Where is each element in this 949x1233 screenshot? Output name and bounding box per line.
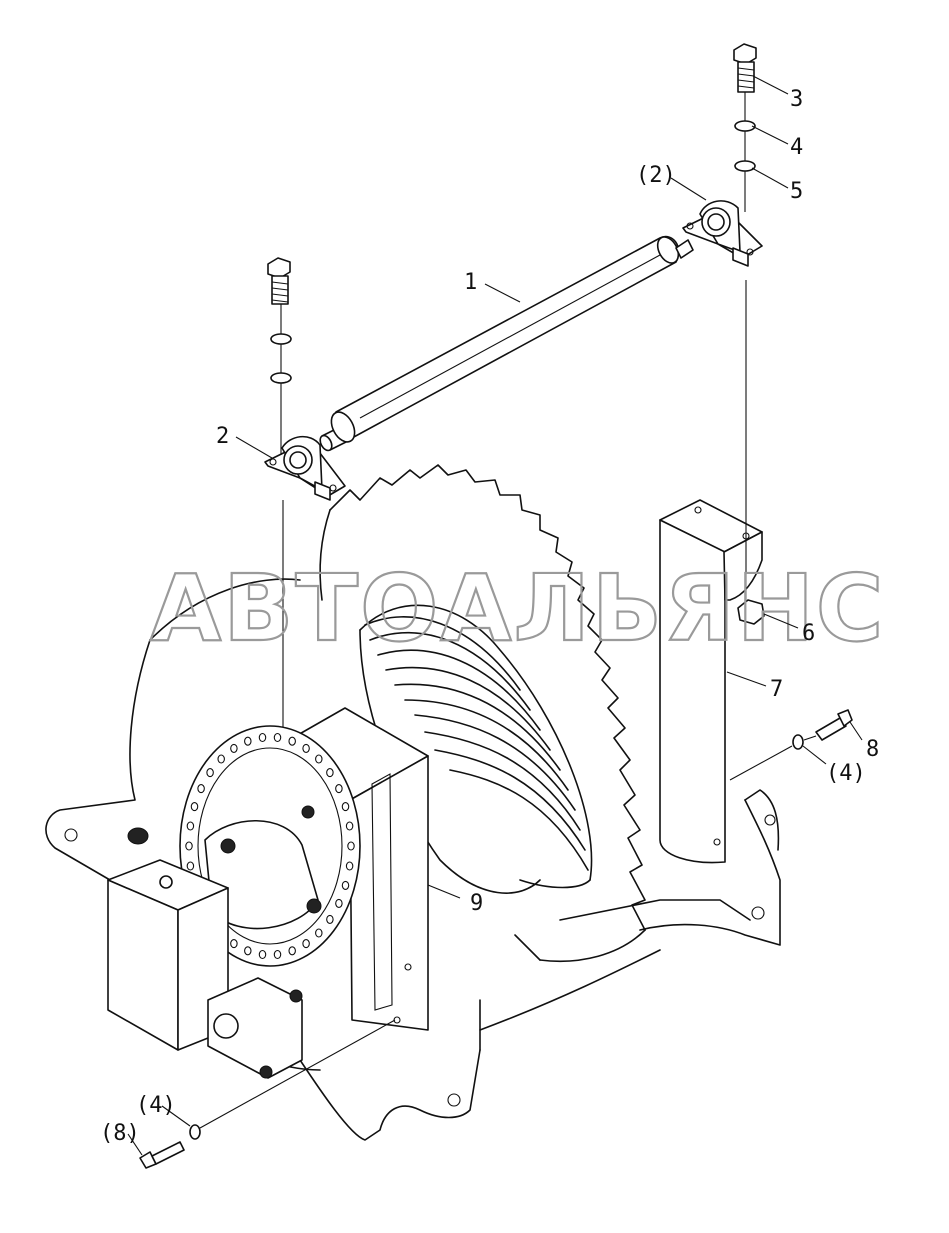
callout-8-ref: (8) [100, 1121, 140, 1146]
disc-hole [302, 743, 310, 753]
nut [737, 280, 765, 625]
callout-2-ref: (2) [636, 163, 676, 188]
callout-7: 7 [770, 677, 783, 702]
disc-hole [302, 939, 310, 949]
disc-hole [258, 732, 267, 743]
disc-hole [186, 821, 195, 831]
roller [319, 235, 694, 452]
disc-hole [206, 768, 214, 778]
disc-hole [288, 946, 296, 956]
callout-labels: 1 2 (2) 3 4 (4) (4) 5 6 7 8 (8) 9 [100, 87, 879, 1146]
callout-3: 3 [790, 87, 803, 112]
disc-hole [230, 743, 238, 753]
callout-leaders [127, 75, 863, 1156]
right-bracket [659, 499, 763, 864]
disc-hole [197, 784, 205, 794]
disc-hole [244, 736, 252, 746]
callout-2: 2 [216, 424, 229, 449]
disc-hole [345, 861, 354, 871]
disc-hole [326, 768, 334, 778]
disc-hole [315, 928, 323, 938]
disc-hole [186, 861, 195, 871]
disc-hole [326, 914, 334, 924]
side-bolt-left [139, 1019, 396, 1169]
disc-hole [273, 732, 282, 743]
callout-8: 8 [866, 737, 879, 762]
pillow-block-bearing-right [682, 200, 763, 267]
drum-flange [319, 464, 646, 963]
disc-hole [217, 754, 225, 764]
disc-hole [341, 802, 350, 812]
disc-hole [347, 841, 355, 851]
left-fastener-stack [267, 257, 292, 455]
winch-drum [359, 604, 593, 894]
pillow-block-bearing-left [264, 435, 346, 501]
winch-frame [45, 578, 781, 1141]
callout-5: 5 [790, 179, 803, 204]
disc-hole [335, 898, 343, 908]
disc-hole [341, 880, 350, 890]
watermark-text: АВТОАЛЬЯНС [150, 555, 885, 662]
left-bracket [267, 500, 429, 1031]
callout-4: 4 [790, 135, 803, 160]
disc-hole [244, 946, 252, 956]
disc-hole [230, 939, 238, 949]
callout-4-ref-left: (4) [136, 1093, 176, 1118]
hydraulic-motor [107, 805, 322, 1079]
disc-hole [185, 841, 193, 851]
disc-hole [345, 821, 354, 831]
disc-hole [190, 802, 199, 812]
disc-hole [273, 949, 282, 960]
disc-hole [315, 754, 323, 764]
callout-6: 6 [802, 621, 815, 646]
disc-hole [335, 784, 343, 794]
callout-4-ref-right: (4) [826, 761, 866, 786]
disc-hole [288, 736, 296, 746]
callout-1: 1 [464, 270, 477, 295]
side-bolt-right [729, 709, 853, 781]
callout-9: 9 [470, 891, 483, 916]
right-fastener-stack [733, 43, 757, 212]
disc-hole [258, 949, 267, 960]
